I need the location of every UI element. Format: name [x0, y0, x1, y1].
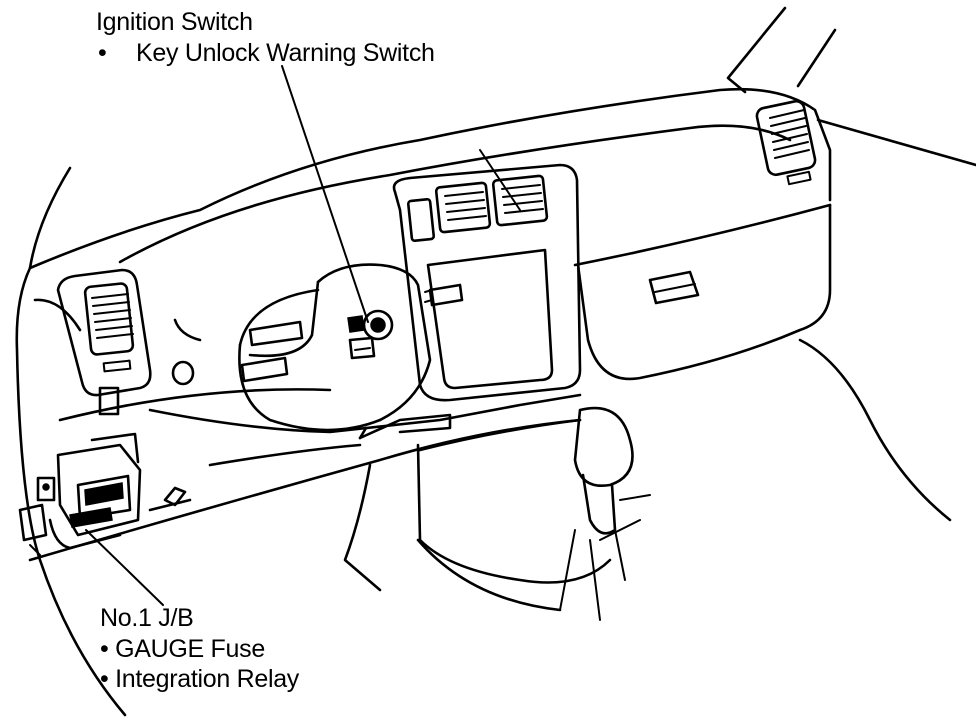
dashboard-top	[28, 87, 832, 332]
callout-jb-item-gauge-fuse: • GAUGE Fuse	[100, 635, 265, 663]
right-air-vent	[755, 99, 817, 186]
callout-ignition-item: Key Unlock Warning Switch	[136, 39, 435, 67]
callout-ignition-bullet: •	[98, 39, 107, 67]
ignition-switch	[347, 309, 394, 360]
leader-lines	[85, 65, 369, 606]
center-console	[392, 163, 582, 402]
windshield-frame	[15, 6, 976, 717]
callout-ignition-title: Ignition Switch	[96, 8, 253, 36]
left-air-vent	[56, 268, 152, 416]
callout-jb-title: No.1 J/B	[100, 604, 194, 632]
floor-console	[343, 406, 651, 621]
junction-block	[18, 432, 142, 556]
leader-line-ignition	[281, 65, 369, 323]
steering-column	[171, 263, 432, 432]
callout-jb-item-integration-relay: • Integration Relay	[100, 665, 299, 693]
glove-box	[576, 203, 952, 522]
leader-line-jb	[85, 529, 164, 606]
